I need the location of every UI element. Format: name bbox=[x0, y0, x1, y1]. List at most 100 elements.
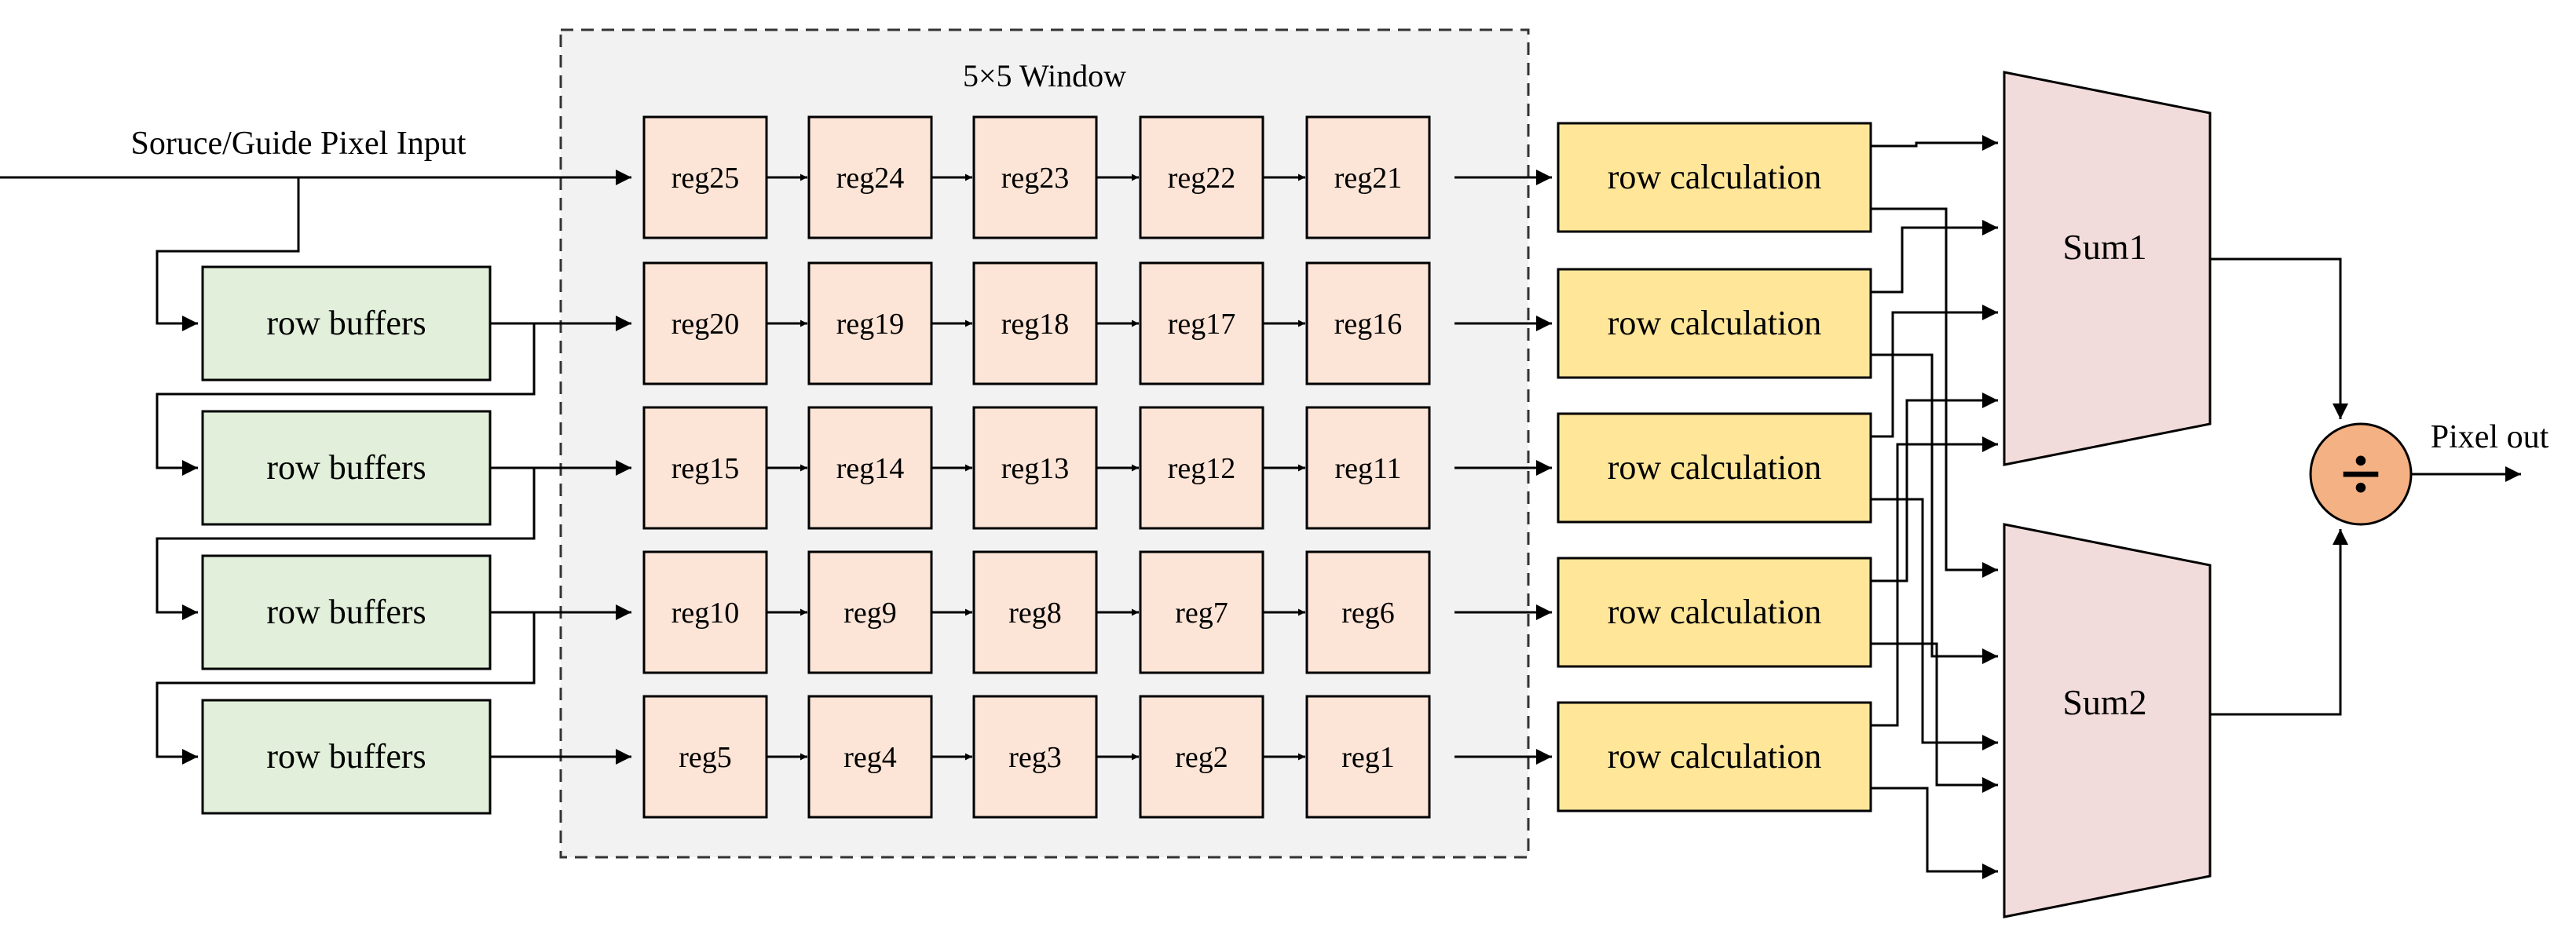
row-calculation-label: row calculation bbox=[1608, 737, 1821, 776]
window-title: 5×5 Window bbox=[963, 58, 1126, 93]
row-calculation: row calculation bbox=[1557, 701, 1872, 812]
register-label: reg13 bbox=[1001, 452, 1070, 485]
input-branch bbox=[156, 177, 300, 331]
register-label: reg24 bbox=[836, 162, 905, 195]
register-label: reg1 bbox=[1341, 741, 1395, 774]
buffer-chain-line bbox=[156, 323, 536, 476]
sum-input-line bbox=[1871, 207, 1998, 578]
register-label: reg22 bbox=[1168, 162, 1236, 195]
row-calculation-label: row calculation bbox=[1608, 158, 1821, 196]
divide-symbol: ÷ bbox=[2340, 432, 2382, 516]
sum2-to-divide bbox=[2210, 529, 2348, 716]
row-calculation-label: row calculation bbox=[1608, 448, 1821, 487]
sum-input-line bbox=[1871, 220, 1998, 294]
sum1-to-divide bbox=[2210, 257, 2348, 419]
row-calculation-label: row calculation bbox=[1608, 593, 1821, 631]
register: reg6 bbox=[1305, 550, 1431, 674]
register-box bbox=[642, 261, 768, 385]
register-label: reg9 bbox=[843, 597, 897, 630]
register: reg24 bbox=[807, 115, 933, 239]
register-label: reg8 bbox=[1008, 597, 1062, 630]
row-calculation-box bbox=[1557, 557, 1872, 668]
register: reg4 bbox=[807, 695, 933, 819]
register: reg18 bbox=[972, 261, 1098, 385]
register-label: reg6 bbox=[1341, 597, 1395, 630]
row-buffer-box bbox=[201, 265, 492, 382]
register-label: reg19 bbox=[836, 308, 905, 341]
register-label: reg11 bbox=[1334, 452, 1401, 485]
register-box bbox=[807, 550, 933, 674]
row-calculation-box bbox=[1557, 268, 1872, 379]
sum-input-line bbox=[1871, 353, 1998, 664]
register-label: reg16 bbox=[1334, 308, 1403, 341]
row-calculation-box bbox=[1557, 122, 1872, 233]
row-buffer: row buffers bbox=[201, 699, 492, 815]
register-label: reg18 bbox=[1001, 308, 1070, 341]
register: reg20 bbox=[642, 261, 768, 385]
row-buffer-box bbox=[201, 554, 492, 670]
sum-input-line bbox=[1871, 787, 1998, 879]
register: reg21 bbox=[1305, 115, 1431, 239]
register: reg17 bbox=[1139, 261, 1264, 385]
row-buffer-label: row buffers bbox=[266, 593, 426, 631]
row-buffer: row buffers bbox=[201, 554, 492, 670]
register: reg5 bbox=[642, 695, 768, 819]
buffer-chain-line bbox=[156, 468, 536, 620]
row-calculation-box bbox=[1557, 412, 1872, 524]
register-label: reg7 bbox=[1175, 597, 1228, 630]
register-label: reg4 bbox=[843, 741, 897, 774]
register-box bbox=[1139, 695, 1264, 819]
buffer-chain-line bbox=[156, 612, 536, 765]
register-label: reg25 bbox=[671, 162, 740, 195]
register-box bbox=[642, 406, 768, 530]
register: reg13 bbox=[972, 406, 1098, 530]
sum-input-line bbox=[1871, 498, 1998, 750]
register-label: reg17 bbox=[1168, 308, 1236, 341]
register-box bbox=[1139, 261, 1264, 385]
register-box bbox=[1305, 115, 1431, 239]
register: reg16 bbox=[1305, 261, 1431, 385]
register: reg7 bbox=[1139, 550, 1264, 674]
register-label: reg3 bbox=[1008, 741, 1062, 774]
register-label: reg21 bbox=[1334, 162, 1403, 195]
row-calculation: row calculation bbox=[1557, 122, 1872, 233]
register: reg1 bbox=[1305, 695, 1431, 819]
register-label: reg15 bbox=[671, 452, 740, 485]
row-calculation: row calculation bbox=[1557, 557, 1872, 668]
register-box bbox=[1139, 550, 1264, 674]
sum-label: Sum2 bbox=[2062, 682, 2146, 722]
register-box bbox=[972, 261, 1098, 385]
register-label: reg20 bbox=[671, 308, 740, 341]
sum-input-line bbox=[1871, 392, 1998, 582]
register-box bbox=[1305, 550, 1431, 674]
register: reg12 bbox=[1139, 406, 1264, 530]
row-buffer: row buffers bbox=[201, 410, 492, 526]
sum-input-line bbox=[1871, 642, 1998, 793]
register-label: reg2 bbox=[1175, 741, 1228, 774]
register: reg25 bbox=[642, 115, 768, 239]
register-box bbox=[1305, 406, 1431, 530]
register-box bbox=[807, 406, 933, 530]
register: reg22 bbox=[1139, 115, 1264, 239]
register-box bbox=[1139, 115, 1264, 239]
row-calculation: row calculation bbox=[1557, 412, 1872, 524]
sum-block: Sum2 bbox=[2003, 523, 2212, 918]
register-box bbox=[642, 550, 768, 674]
register: reg15 bbox=[642, 406, 768, 530]
sum-block: Sum1 bbox=[2003, 71, 2212, 466]
register-box bbox=[1139, 406, 1264, 530]
row-buffer-label: row buffers bbox=[266, 737, 426, 776]
register-box bbox=[972, 406, 1098, 530]
register-box bbox=[972, 695, 1098, 819]
register: reg10 bbox=[642, 550, 768, 674]
register-label: reg12 bbox=[1168, 452, 1236, 485]
sum-input-line bbox=[1871, 436, 1998, 727]
row-buffer-label: row buffers bbox=[266, 304, 426, 342]
row-calculation: row calculation bbox=[1557, 268, 1872, 379]
sum-trapezoid bbox=[2003, 71, 2212, 466]
row-buffer: row buffers bbox=[201, 265, 492, 382]
register: reg23 bbox=[972, 115, 1098, 239]
sum-input-line bbox=[1871, 305, 1998, 438]
register: reg11 bbox=[1305, 406, 1431, 530]
register: reg14 bbox=[807, 406, 933, 530]
